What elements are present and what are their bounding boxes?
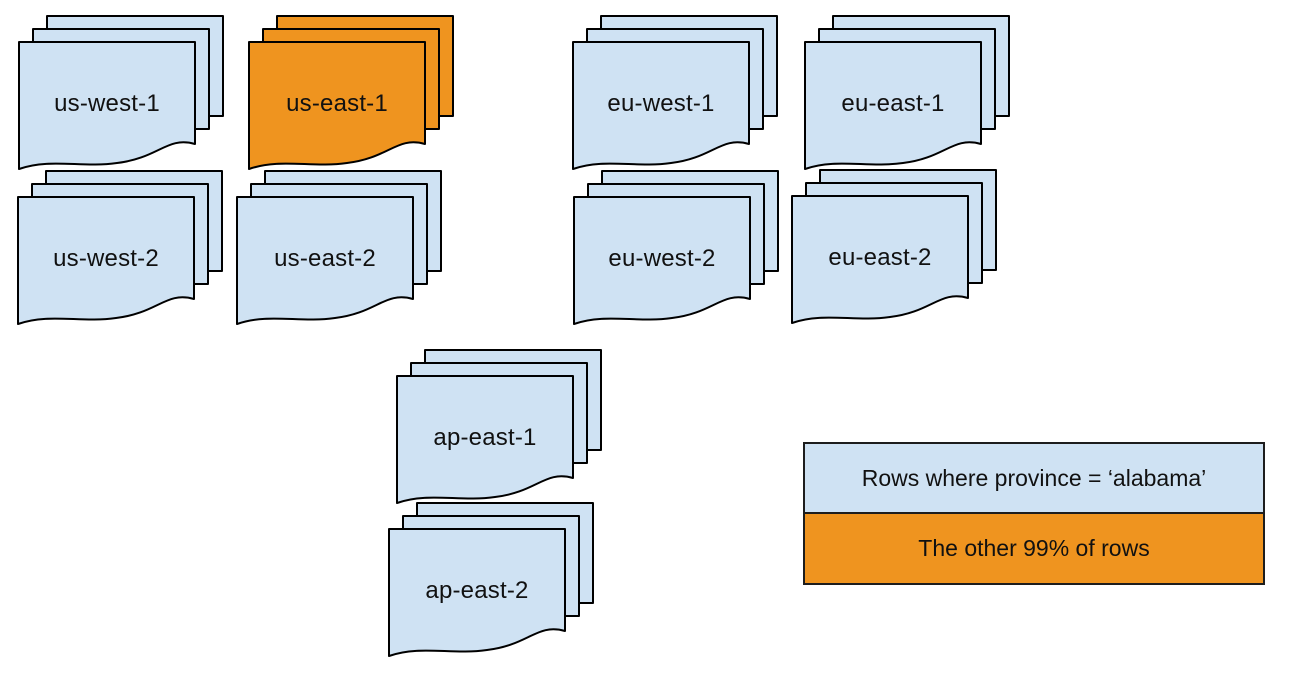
document-stack-ap-east-1: ap-east-1 — [396, 349, 604, 509]
document-stack-eu-east-2: eu-east-2 — [791, 169, 999, 329]
document-stack-icon — [248, 15, 454, 170]
stack-sheet-front — [804, 41, 982, 170]
document-stack-us-west-1: us-west-1 — [18, 15, 226, 175]
stack-sheet-front — [573, 196, 751, 325]
legend: Rows where province = ‘alabama’ The othe… — [803, 442, 1265, 585]
stack-sheet-front — [248, 41, 426, 170]
document-stack-icon — [396, 349, 602, 504]
legend-item-label: Rows where province = ‘alabama’ — [861, 464, 1207, 491]
legend-item-alabama-rows: Rows where province = ‘alabama’ — [805, 444, 1263, 512]
document-stack-eu-east-1: eu-east-1 — [804, 15, 1012, 175]
stack-sheet-front — [18, 41, 196, 170]
stack-sheet-front — [236, 196, 414, 325]
document-stack-us-east-2: us-east-2 — [236, 170, 444, 330]
document-stack-eu-west-1: eu-west-1 — [572, 15, 780, 175]
document-stack-icon — [572, 15, 778, 170]
document-stack-icon — [573, 170, 779, 325]
stack-sheet-front — [791, 195, 969, 324]
document-stack-icon — [18, 15, 224, 170]
legend-item-label: The other 99% of rows — [918, 535, 1150, 561]
stack-sheet-front — [388, 528, 566, 657]
document-stack-us-west-2: us-west-2 — [17, 170, 225, 330]
document-stack-icon — [17, 170, 223, 325]
document-stack-icon — [791, 169, 997, 324]
document-stack-eu-west-2: eu-west-2 — [573, 170, 781, 330]
document-stack-icon — [236, 170, 442, 325]
document-stack-icon — [388, 502, 594, 657]
document-stack-us-east-1: us-east-1 — [248, 15, 456, 175]
stack-sheet-front — [17, 196, 195, 325]
stack-sheet-front — [572, 41, 750, 170]
stack-sheet-front — [396, 375, 574, 504]
legend-item-other-rows: The other 99% of rows — [805, 512, 1263, 583]
document-stack-ap-east-2: ap-east-2 — [388, 502, 596, 662]
document-stack-icon — [804, 15, 1010, 170]
